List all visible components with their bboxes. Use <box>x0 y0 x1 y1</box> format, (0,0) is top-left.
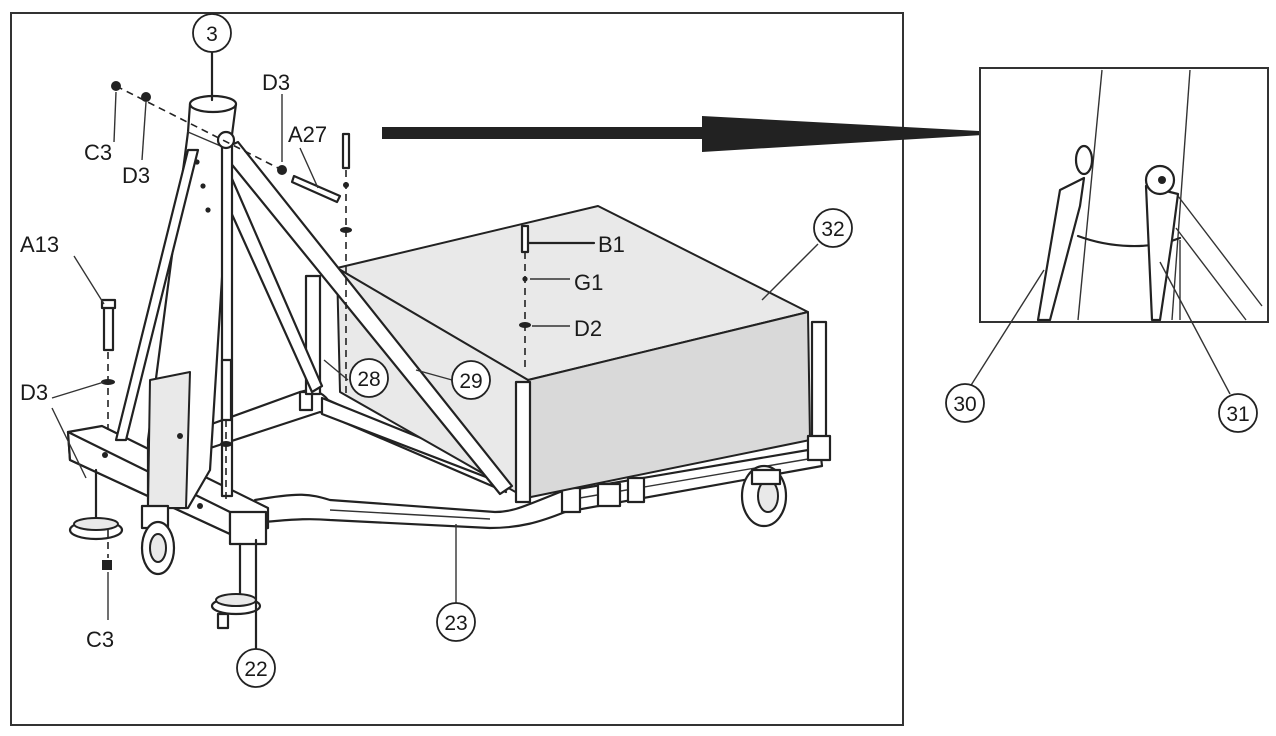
tray-box <box>304 205 832 504</box>
detail-inset <box>979 67 1269 323</box>
callout-3: 3 <box>192 13 232 53</box>
callout-28: 28 <box>349 358 389 398</box>
label-a13: A13 <box>20 232 59 257</box>
callout-29: 29 <box>451 360 491 400</box>
svg-text:30: 30 <box>953 393 976 416</box>
label-d3-left: D3 <box>20 380 48 405</box>
svg-text:22: 22 <box>244 658 267 681</box>
label-c3-top: C3 <box>84 140 112 165</box>
hardware <box>100 81 531 570</box>
callout-22: 22 <box>236 648 276 688</box>
leader-lines <box>51 50 819 652</box>
main-figure-frame <box>10 12 904 726</box>
assembly-dashes <box>107 85 526 558</box>
mast <box>146 94 238 510</box>
svg-text:31: 31 <box>1226 403 1249 426</box>
detail-arrow <box>382 116 1016 152</box>
callout-30: 30 <box>945 383 985 423</box>
diagonal-braces <box>210 140 514 496</box>
base-tube <box>253 446 824 530</box>
callout-32: 32 <box>813 208 853 248</box>
svg-text:32: 32 <box>821 218 844 241</box>
label-d3-top-right: D3 <box>262 70 290 95</box>
detail-frame <box>979 67 1269 323</box>
label-g1: G1 <box>574 270 603 295</box>
callout-23: 23 <box>436 602 476 642</box>
svg-text:3: 3 <box>206 23 218 46</box>
label-b1: B1 <box>598 232 625 257</box>
detail-leaders <box>967 261 1231 395</box>
label-c3-bottom: C3 <box>86 627 114 652</box>
svg-text:28: 28 <box>357 368 380 391</box>
svg-text:23: 23 <box>444 612 467 635</box>
label-d3-top-left: D3 <box>122 163 150 188</box>
callout-31: 31 <box>1218 393 1258 433</box>
casters <box>68 464 788 630</box>
svg-text:29: 29 <box>459 370 482 393</box>
label-a27: A27 <box>288 122 327 147</box>
label-d2: D2 <box>574 316 602 341</box>
part-labels: C3 D3 D3 A27 A13 D3 C3 B1 G1 D2 <box>20 70 625 652</box>
